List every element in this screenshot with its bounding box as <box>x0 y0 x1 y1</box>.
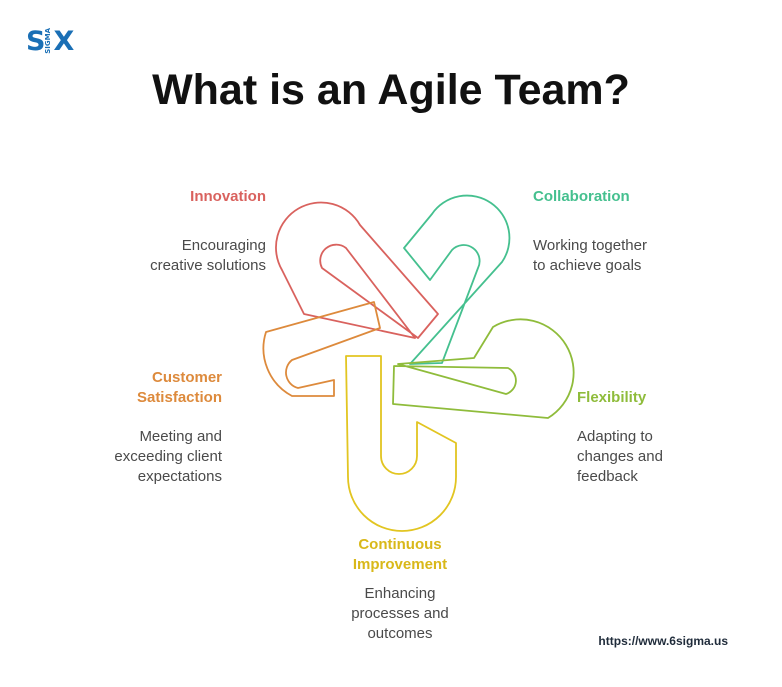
improvement-desc-line: outcomes <box>367 625 433 642</box>
flexibility-loop <box>392 318 575 419</box>
collaboration-loop <box>403 194 511 365</box>
satisfaction-description: Meeting and exceeding client expectation… <box>114 427 222 487</box>
satisfaction-desc-line: Meeting and <box>139 428 222 445</box>
innovation-description: Encouraging creative solutions <box>150 236 266 276</box>
satisfaction-label: Customer Satisfaction <box>137 368 222 408</box>
satisfaction-desc-line: exceeding client <box>114 448 222 465</box>
innovation-desc-line: creative solutions <box>150 257 266 274</box>
logo-letter-x: X <box>53 25 74 57</box>
flexibility-desc-line: feedback <box>577 468 638 485</box>
collaboration-desc-line: to achieve goals <box>533 257 642 274</box>
flexibility-desc-line: changes and <box>577 448 663 465</box>
collaboration-description: Working together to achieve goals <box>533 236 647 276</box>
innovation-label: Innovation <box>190 188 266 205</box>
improvement-label: Continuous Improvement <box>300 535 500 575</box>
website-url[interactable]: https://www.6sigma.us <box>598 634 728 648</box>
improvement-label-line: Improvement <box>352 556 448 573</box>
improvement-label-line: Continuous <box>358 536 442 553</box>
flexibility-description: Adapting to changes and feedback <box>577 427 663 487</box>
collaboration-desc-line: Working together <box>533 237 647 254</box>
satisfaction-label-line: Customer <box>151 369 222 386</box>
innovation-desc-line: Encouraging <box>181 237 266 254</box>
logo-letter-s: S <box>26 25 45 57</box>
improvement-loop <box>345 355 457 532</box>
satisfaction-desc-line: expectations <box>137 468 222 485</box>
sixsigma-logo: S SIGMA X <box>26 25 74 57</box>
improvement-desc-line: Enhancing <box>364 585 436 602</box>
flexibility-label: Flexibility <box>577 389 647 406</box>
improvement-desc-line: processes and <box>351 605 449 622</box>
improvement-description: Enhancing processes and outcomes <box>300 584 500 644</box>
satisfaction-label-line: Satisfaction <box>136 389 222 406</box>
flexibility-desc-line: Adapting to <box>577 428 653 445</box>
page-title: What is an Agile Team? <box>152 66 630 114</box>
innovation-loop <box>275 201 439 339</box>
collaboration-label: Collaboration <box>533 188 630 205</box>
satisfaction-loop <box>262 301 381 397</box>
